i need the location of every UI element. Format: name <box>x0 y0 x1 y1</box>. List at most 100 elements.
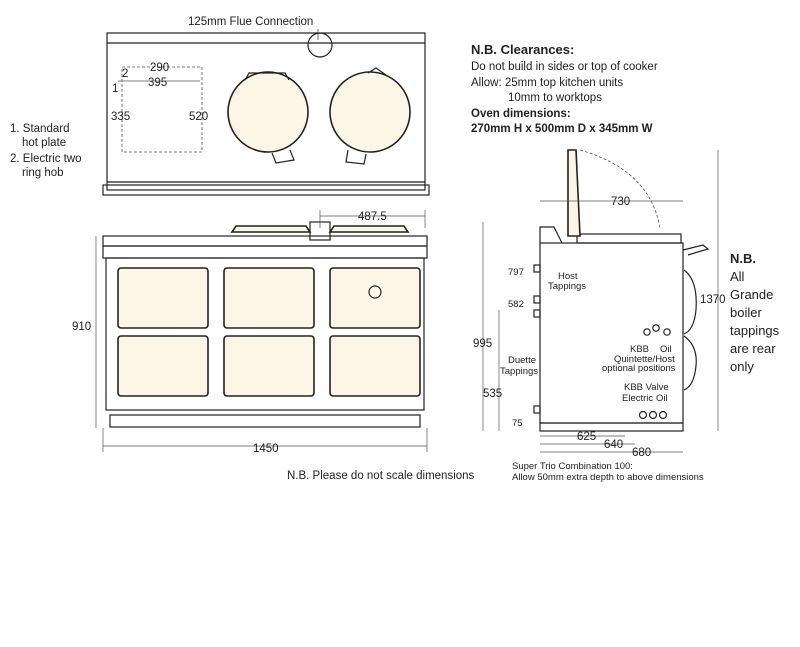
kbb-position-circle <box>643 328 651 336</box>
legend-item-1: 1. Standard <box>10 123 69 135</box>
side-view: 730 1370 995 535 797 582 75 Host Tapping… <box>473 149 726 483</box>
kbb-valve-label: KBB Valve <box>624 382 669 393</box>
oil-bottom-label: Oil <box>656 393 668 404</box>
hotplate-lid-left <box>227 71 309 153</box>
lid-left-front <box>230 225 312 233</box>
dim-535: 535 <box>483 388 502 400</box>
oven-dimensions-value: 270mm H x 500mm D x 345mm W <box>471 123 653 135</box>
clearances-block: N.B. Clearances: Do not build in sides o… <box>471 42 658 135</box>
duette-tapping-stub <box>533 405 541 414</box>
dim-995: 995 <box>473 338 492 350</box>
electric-label: Electric <box>622 393 653 404</box>
flue-front <box>309 221 331 241</box>
side-back-top <box>539 226 563 244</box>
clearances-title: N.B. Clearances: <box>471 42 574 57</box>
oven-door <box>117 335 209 397</box>
oven-door <box>223 267 315 329</box>
grande-note-line-6: are rear <box>730 341 776 356</box>
front-view: 487.5 910 1450 N.B. Please do not scale … <box>72 210 475 482</box>
quintette-label: Quintette/Host <box>614 354 675 365</box>
duette-tapping-stub <box>533 309 541 318</box>
oven-dimensions-title: Oven dimensions: <box>471 108 571 120</box>
lid-right-handle <box>345 149 367 165</box>
super-trio-line-2: Allow 50mm extra depth to above dimensio… <box>512 472 704 483</box>
do-not-scale-note: N.B. Please do not scale dimensions <box>287 470 475 482</box>
duette-tappings-label-2: Tappings <box>500 366 538 377</box>
oil-top-label: Oil <box>660 344 672 355</box>
plate-index-2: 2 <box>122 68 128 80</box>
lid-right-front <box>328 225 410 233</box>
side-hob <box>576 233 682 244</box>
dim-625: 625 <box>577 431 596 443</box>
dim-4875: 487.5 <box>358 211 387 223</box>
quintette-position-circle <box>652 324 660 332</box>
dim-520: 520 <box>189 111 208 123</box>
side-handrail <box>682 244 710 256</box>
host-tapping-stub <box>533 295 541 304</box>
top-view-front-bar <box>102 184 430 196</box>
electric-hob-outline <box>121 66 203 153</box>
grande-note-line-4: boiler <box>730 305 762 320</box>
cooker-body <box>105 257 425 411</box>
dim-582: 582 <box>508 299 524 310</box>
clearances-line-2: Allow: 25mm top kitchen units <box>471 77 623 89</box>
clearances-line-1: Do not build in sides or top of cooker <box>471 61 658 73</box>
dim-335: 335 <box>111 111 130 123</box>
plate-index-1: 1 <box>112 83 118 95</box>
side-plinth <box>539 422 684 432</box>
oil-position-circle <box>663 328 671 336</box>
dim-730: 730 <box>611 196 630 208</box>
oven-door <box>329 335 421 397</box>
legend: 1. Standard hot plate 2. Electric two ri… <box>10 123 82 179</box>
lid-right-hinge <box>367 67 387 76</box>
clearances-line-3: 10mm to worktops <box>508 92 602 104</box>
valve-circle <box>638 410 648 420</box>
lid-left-hinge <box>244 72 290 81</box>
front-rail <box>102 245 428 259</box>
flue-connection-label: 125mm Flue Connection <box>188 16 313 28</box>
grande-note-line-3: Grande <box>730 287 773 302</box>
host-tapping-stub <box>533 264 541 273</box>
thermometer-dial <box>368 285 382 299</box>
grande-note-nb: N.B. <box>730 251 756 266</box>
host-tappings-label-2: Tappings <box>548 281 586 292</box>
optional-positions-label: optional positions <box>602 363 676 374</box>
top-view: 125mm Flue Connection 2 1 290 395 335 52… <box>102 16 430 196</box>
dim-1370: 1370 <box>700 294 726 306</box>
dim-910: 910 <box>72 321 91 333</box>
dim-640: 640 <box>604 439 623 451</box>
legend-item-1b: hot plate <box>22 137 66 149</box>
side-door-2 <box>683 335 697 391</box>
oven-door <box>223 335 315 397</box>
dim-680: 680 <box>632 447 651 459</box>
valve-circle <box>648 410 658 420</box>
flue-circle <box>307 32 333 58</box>
legend-item-2: 2. Electric two <box>10 153 82 165</box>
dim-290: 290 <box>150 62 169 74</box>
side-raised-lid <box>567 149 581 237</box>
duette-tappings-label: Duette <box>508 355 536 366</box>
grande-note-line-7: only <box>730 359 754 374</box>
host-tappings-label: Host <box>558 271 578 282</box>
lid-left-handle <box>271 149 295 164</box>
super-trio-line-1: Super Trio Combination 100: <box>512 461 633 472</box>
cooker-plinth <box>109 414 421 428</box>
legend-item-2b: ring hob <box>22 167 64 179</box>
grande-note-line-5: tappings <box>730 323 780 338</box>
kbb-label: KBB <box>630 344 649 355</box>
dim-395: 395 <box>148 77 167 89</box>
dim-797: 797 <box>508 267 524 278</box>
lid-swing-arc <box>579 149 661 229</box>
hotplate-lid-right <box>329 71 411 153</box>
top-view-outline <box>106 32 426 191</box>
dim-1450: 1450 <box>253 443 279 455</box>
dim-75: 75 <box>512 418 523 429</box>
side-door-1 <box>683 269 697 335</box>
grande-note-line-2: All <box>730 269 745 284</box>
oven-door <box>117 267 209 329</box>
valve-circle <box>658 410 668 420</box>
grande-note: N.B. All Grande boiler tappings are rear… <box>730 251 780 374</box>
hob-top <box>102 235 428 247</box>
